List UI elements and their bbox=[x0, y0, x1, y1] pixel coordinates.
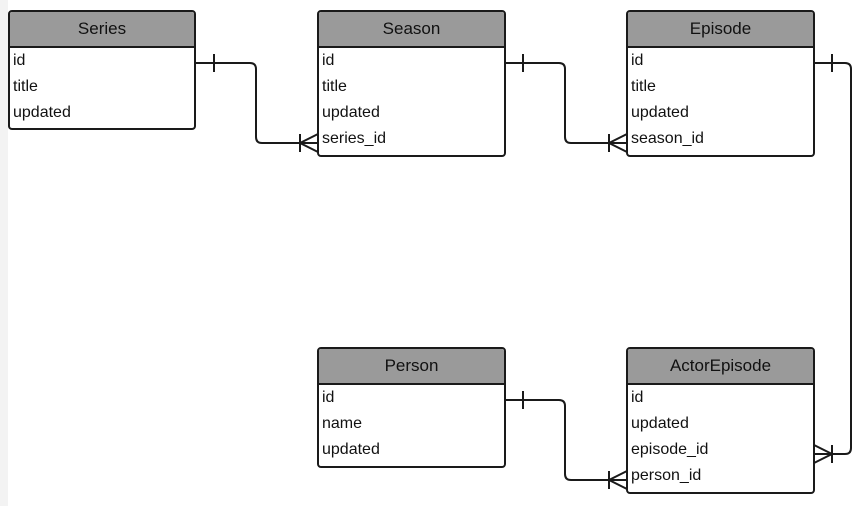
field-person-id: person_id bbox=[631, 467, 702, 484]
many-marker bbox=[608, 133, 628, 153]
connector-line bbox=[505, 399, 627, 481]
entity-title: Season bbox=[319, 12, 504, 48]
field-name: name bbox=[322, 415, 363, 432]
entity-actor-episode[interactable]: ActorEpisode id updated episode_id perso… bbox=[626, 347, 815, 494]
entity-person[interactable]: Person id name updated bbox=[317, 347, 506, 468]
relationship-series-season bbox=[196, 54, 319, 153]
many-marker bbox=[299, 133, 319, 153]
field-updated: updated bbox=[322, 441, 380, 458]
entity-title: Episode bbox=[628, 12, 813, 48]
relationship-season-episode bbox=[505, 54, 628, 153]
field-id: id bbox=[322, 52, 335, 69]
entity-series[interactable]: Series id title updated bbox=[8, 10, 196, 130]
field-id: id bbox=[13, 52, 26, 69]
field-updated: updated bbox=[13, 104, 71, 121]
entity-season[interactable]: Season id title updated series_id bbox=[317, 10, 506, 157]
connector-line bbox=[814, 62, 852, 455]
many-marker bbox=[608, 470, 628, 490]
field-episode-id: episode_id bbox=[631, 441, 709, 458]
connector-line bbox=[196, 62, 318, 144]
field-season-id: season_id bbox=[631, 130, 704, 147]
many-marker bbox=[813, 444, 833, 464]
entity-title: ActorEpisode bbox=[628, 349, 813, 385]
canvas-edge bbox=[0, 0, 8, 506]
connector-line bbox=[505, 62, 627, 144]
entity-episode[interactable]: Episode id title updated season_id bbox=[626, 10, 815, 157]
field-title: title bbox=[322, 78, 347, 95]
relationship-person-actorepisode bbox=[505, 391, 628, 490]
field-id: id bbox=[322, 389, 335, 406]
field-id: id bbox=[631, 389, 644, 406]
field-updated: updated bbox=[631, 415, 689, 432]
relationship-episode-actorepisode bbox=[813, 54, 852, 464]
field-updated: updated bbox=[631, 104, 689, 121]
field-updated: updated bbox=[322, 104, 380, 121]
entity-title: Person bbox=[319, 349, 504, 385]
field-series-id: series_id bbox=[322, 130, 387, 147]
field-id: id bbox=[631, 52, 644, 69]
entity-title: Series bbox=[10, 12, 194, 48]
field-title: title bbox=[631, 78, 656, 95]
field-title: title bbox=[13, 78, 38, 95]
